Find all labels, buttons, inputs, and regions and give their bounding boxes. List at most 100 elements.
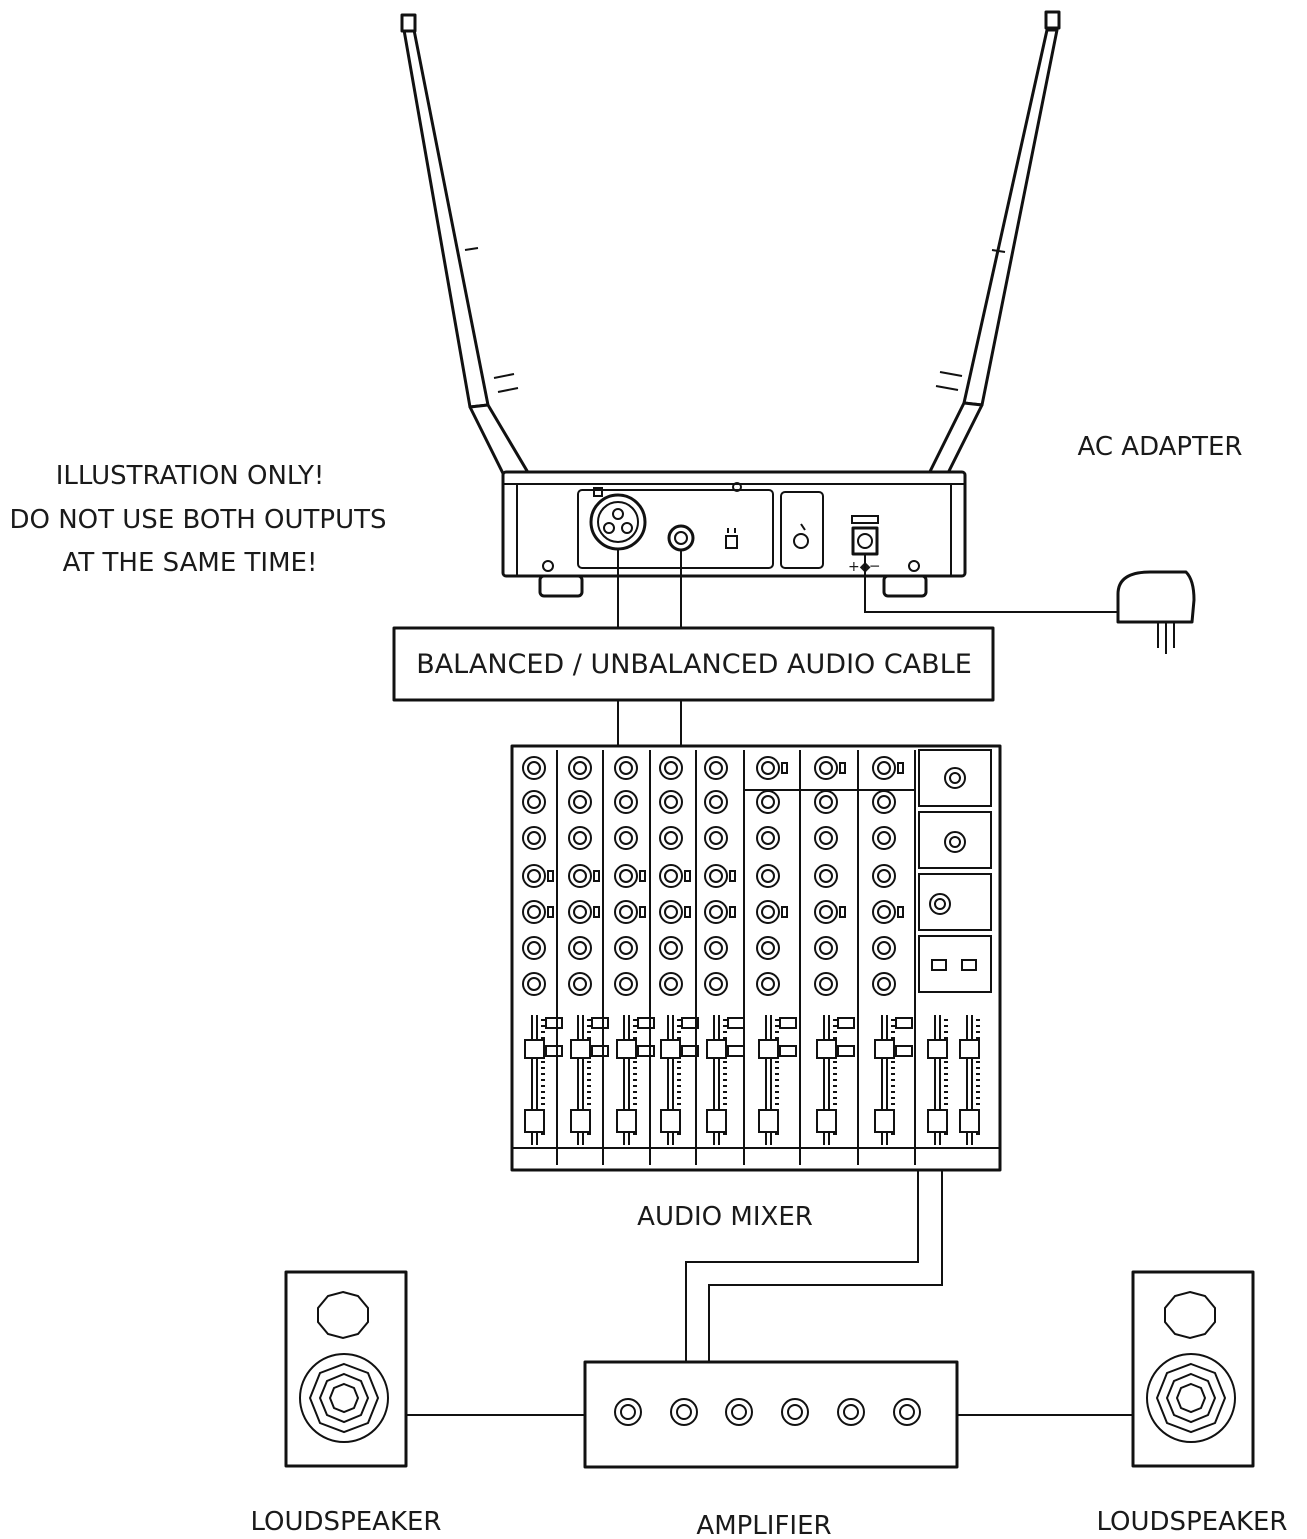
loudspeaker-right	[1131, 1270, 1255, 1468]
knob-icon	[929, 893, 951, 915]
knob-icon	[814, 826, 838, 850]
knob-icon	[659, 756, 683, 780]
mixer-controls	[512, 749, 1000, 1165]
fader-knob	[816, 1109, 837, 1133]
fader-knob	[874, 1109, 895, 1133]
knob-icon	[568, 900, 592, 924]
knob-icon	[814, 900, 838, 924]
knob-icon	[872, 864, 896, 888]
fader-cap	[816, 1039, 837, 1059]
fader-knob	[616, 1109, 637, 1133]
knob-icon	[522, 972, 546, 996]
knob-icon	[522, 826, 546, 850]
fader-knob	[927, 1109, 948, 1133]
cable-label: BALANCED / UNBALANCED AUDIO CABLE	[416, 649, 972, 680]
warning-line-1: ILLUSTRATION ONLY!	[56, 461, 325, 491]
dc-power-socket: +◆─	[848, 515, 879, 575]
fader-cap	[524, 1039, 545, 1059]
antenna-right	[894, 10, 1061, 547]
svg-text:+◆─: +◆─	[848, 559, 879, 575]
knob-icon	[872, 826, 896, 850]
knob-icon	[704, 826, 728, 850]
amplifier-label: AMPLIFIER	[696, 1511, 831, 1539]
receiver: +◆─	[501, 470, 967, 598]
fader-cap	[758, 1039, 779, 1059]
knob-icon	[522, 790, 546, 814]
knob-icon	[659, 900, 683, 924]
fader-cap	[927, 1039, 948, 1059]
knob-icon	[814, 972, 838, 996]
jack-icon	[893, 1398, 921, 1426]
amplifier-jacks	[614, 1398, 921, 1426]
knob-icon	[614, 756, 638, 780]
fader-cap	[570, 1039, 591, 1059]
knob-icon	[614, 972, 638, 996]
knob-icon	[659, 790, 683, 814]
knob-icon	[756, 972, 780, 996]
knob-icon	[872, 900, 896, 924]
knob-icon	[568, 826, 592, 850]
knob-icon	[704, 756, 728, 780]
fader-cap	[706, 1039, 727, 1059]
knob-icon	[568, 790, 592, 814]
knob-icon	[568, 972, 592, 996]
loudspeaker-left	[284, 1270, 408, 1468]
knob-icon	[756, 826, 780, 850]
loudspeaker-left-label: LOUDSPEAKER	[250, 1507, 441, 1537]
knob-icon	[872, 972, 896, 996]
knob-icon	[659, 936, 683, 960]
knob-icon	[704, 864, 728, 888]
antenna-left	[400, 13, 570, 550]
knob-icon	[814, 756, 838, 780]
fader-knob	[758, 1109, 779, 1133]
knob-icon	[522, 936, 546, 960]
knob-icon	[872, 790, 896, 814]
volume-knob-icon	[793, 523, 809, 549]
cable-lines	[404, 549, 1133, 1416]
jack-icon	[725, 1398, 753, 1426]
knob-icon	[568, 936, 592, 960]
knob-icon	[814, 936, 838, 960]
knob-icon	[614, 790, 638, 814]
knob-icon	[704, 972, 728, 996]
knob-icon	[522, 864, 546, 888]
jack-icon	[614, 1398, 642, 1426]
fader-knob	[524, 1109, 545, 1133]
knob-icon	[704, 900, 728, 924]
knob-icon	[944, 831, 966, 853]
jack-output-connector	[667, 524, 695, 552]
knob-icon	[756, 756, 780, 780]
knob-icon	[659, 972, 683, 996]
knob-icon	[614, 900, 638, 924]
ac-adapter	[1116, 570, 1196, 654]
jack-icon	[781, 1398, 809, 1426]
amplifier	[583, 1360, 959, 1469]
fader-knob	[959, 1109, 980, 1133]
fader-cap	[660, 1039, 681, 1059]
fader-cap	[959, 1039, 980, 1059]
knob-icon	[614, 826, 638, 850]
loudspeaker-right-label: LOUDSPEAKER	[1096, 1507, 1287, 1537]
knob-icon	[704, 936, 728, 960]
jack-icon	[670, 1398, 698, 1426]
warning-line-3: AT THE SAME TIME!	[63, 548, 318, 578]
fader-cap	[616, 1039, 637, 1059]
knob-icon	[522, 900, 546, 924]
fader-knob	[570, 1109, 591, 1133]
knob-icon	[814, 864, 838, 888]
knob-icon	[704, 790, 728, 814]
knob-icon	[756, 790, 780, 814]
mixer-label: AUDIO MIXER	[637, 1202, 813, 1232]
knob-icon	[872, 756, 896, 780]
jack-icon	[837, 1398, 865, 1426]
knob-icon	[614, 864, 638, 888]
xlr-output-connector	[589, 487, 647, 551]
knob-icon	[756, 900, 780, 924]
fader-knob	[706, 1109, 727, 1133]
knob-icon	[568, 864, 592, 888]
knob-icon	[756, 864, 780, 888]
knob-icon	[814, 790, 838, 814]
knob-icon	[944, 767, 966, 789]
knob-icon	[659, 826, 683, 850]
